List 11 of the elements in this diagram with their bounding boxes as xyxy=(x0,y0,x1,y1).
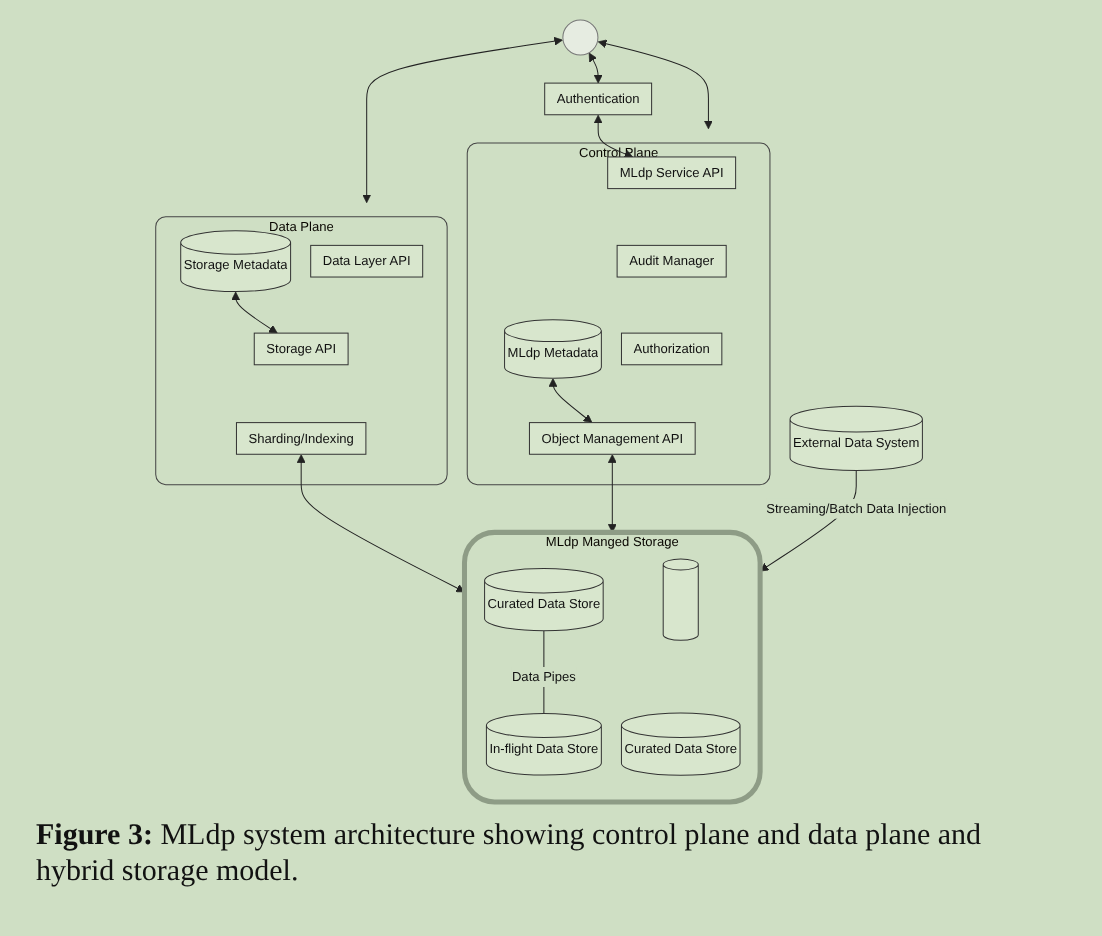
arrow xyxy=(362,36,563,204)
arrow xyxy=(607,454,617,533)
figure-caption: Figure 3: MLdp system architecture showing control plane and data plane and hybrid storage model. xyxy=(36,818,984,890)
arrow xyxy=(296,454,465,593)
arrow xyxy=(593,114,634,159)
arrow xyxy=(548,378,593,423)
node-person xyxy=(562,19,599,56)
arrow xyxy=(588,52,603,84)
node-cylinder xyxy=(662,558,699,641)
arrow xyxy=(597,39,713,130)
arrow xyxy=(231,291,278,334)
